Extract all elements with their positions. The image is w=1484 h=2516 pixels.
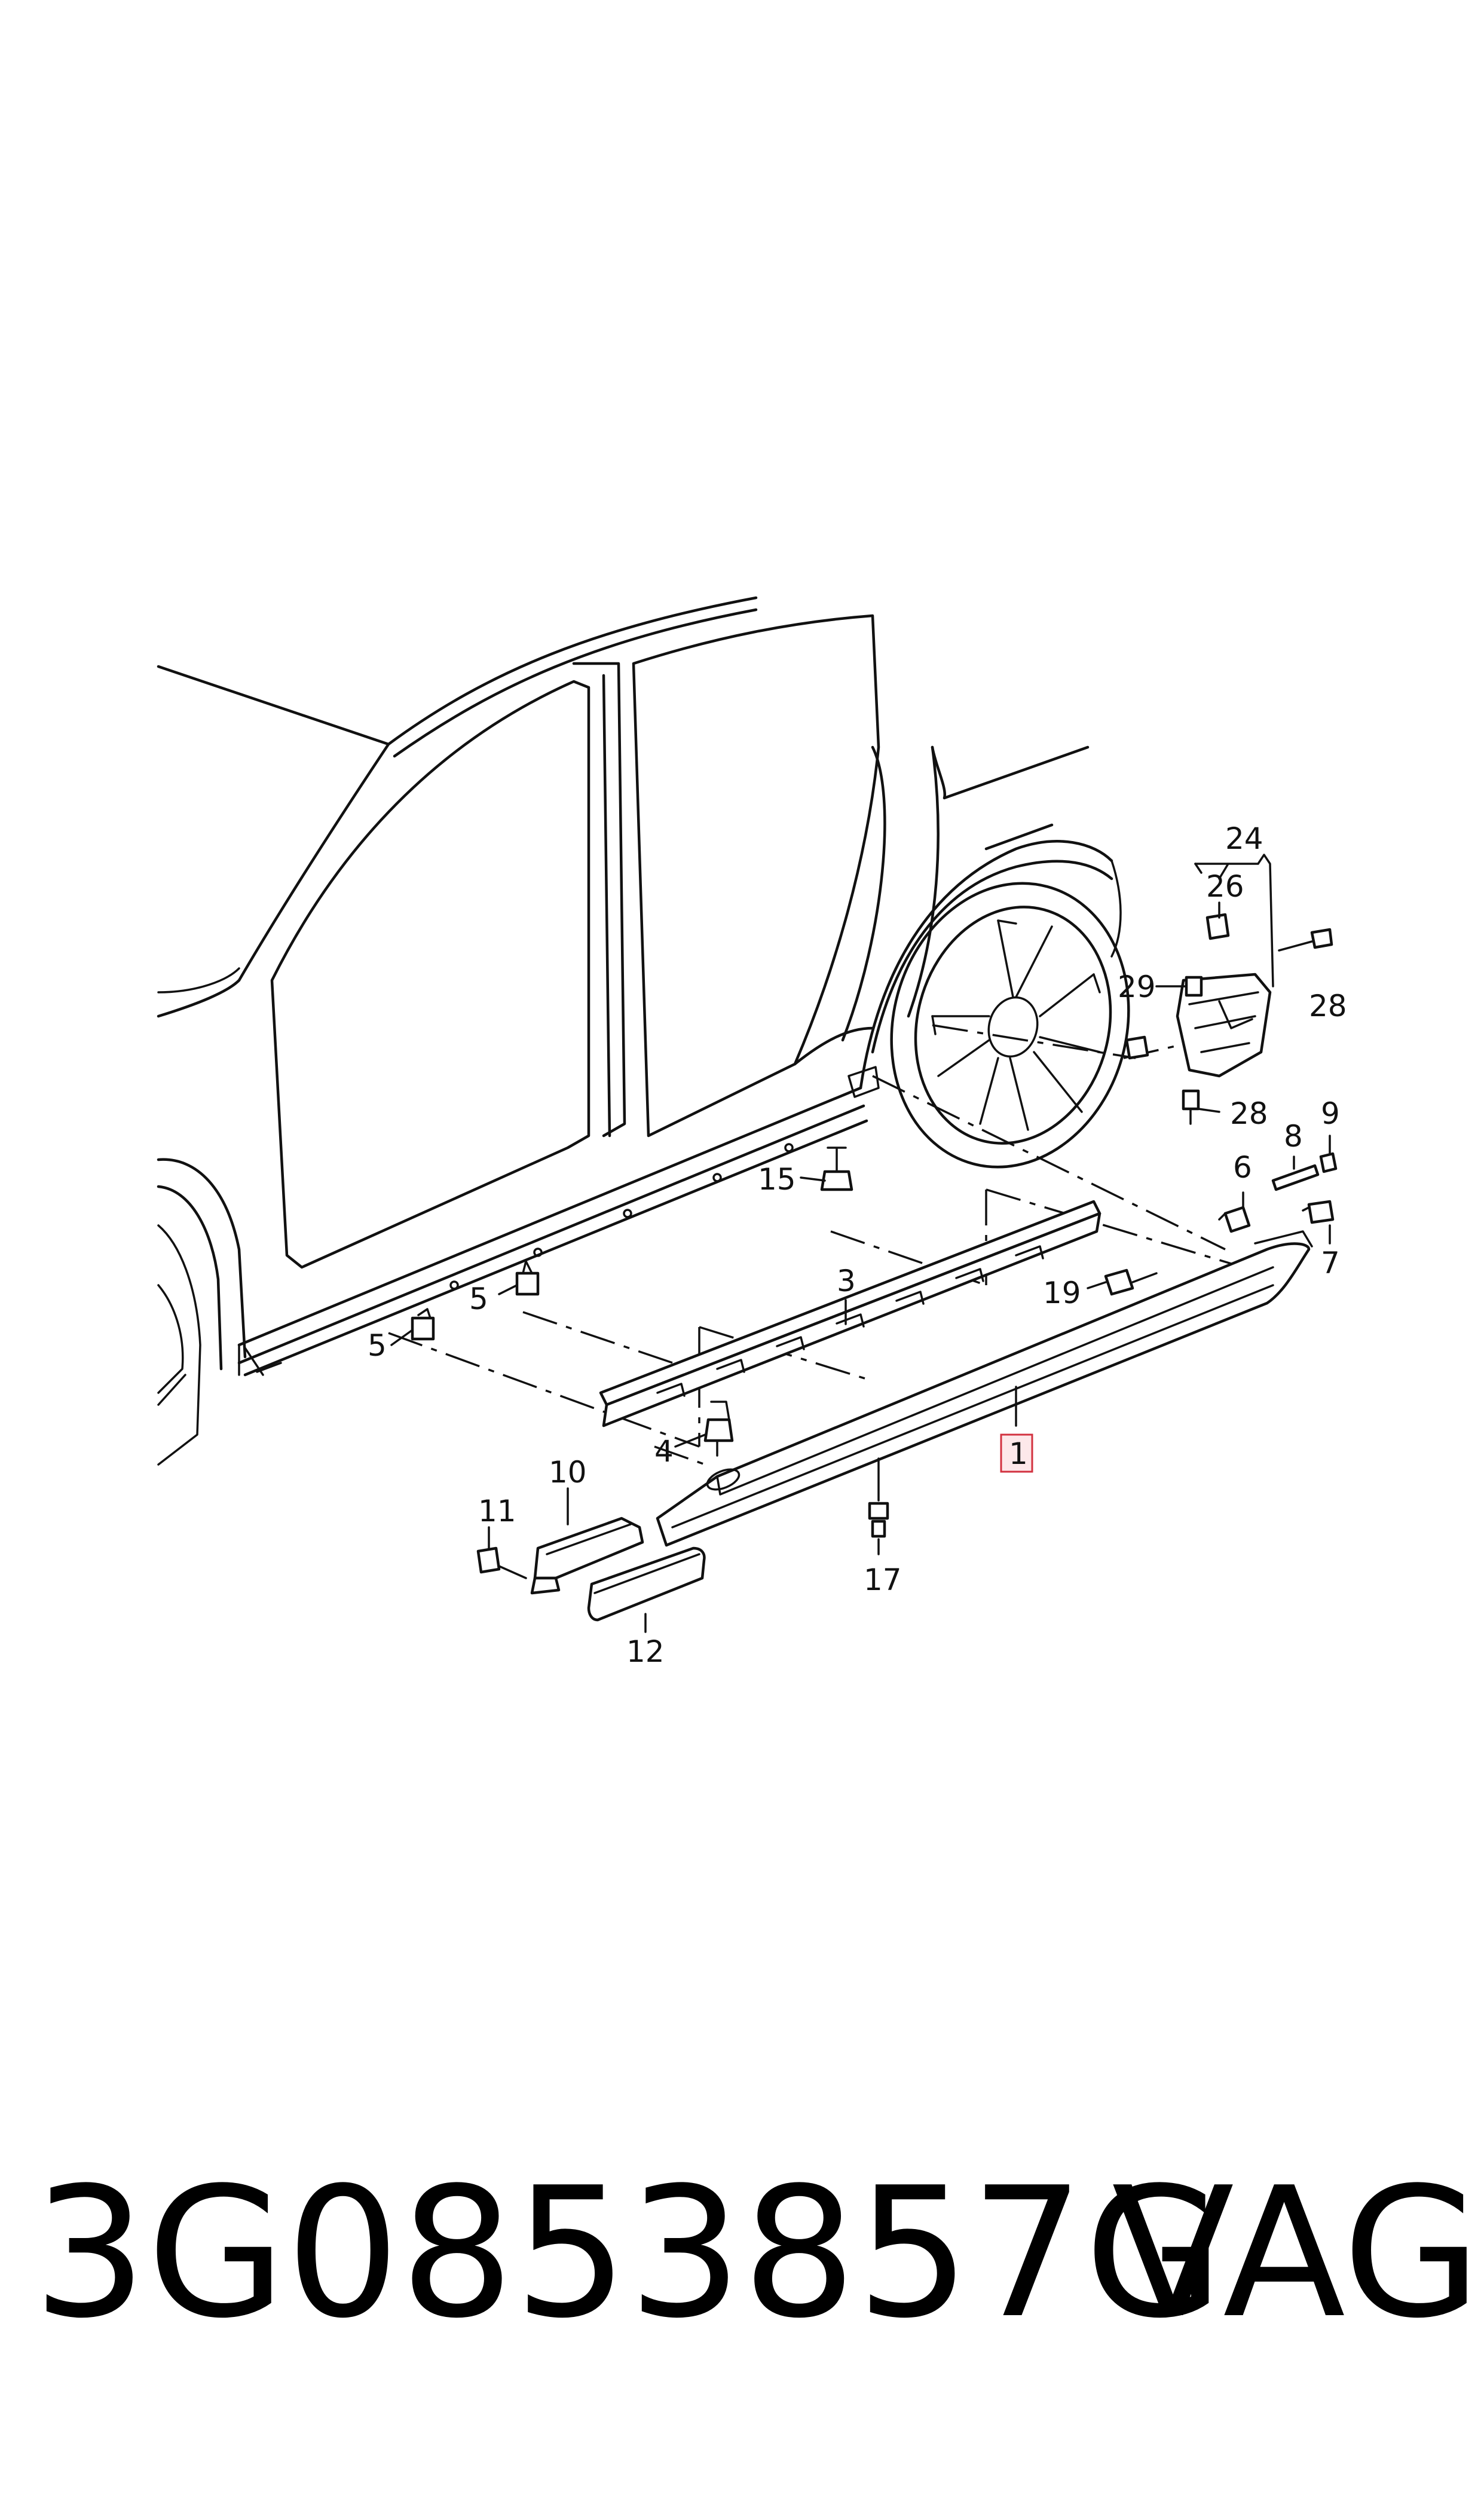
callout-12: 12 — [626, 1634, 665, 1669]
callout-24: 24 — [1225, 821, 1263, 856]
callout-28-lower: 28 — [1230, 1096, 1268, 1131]
brand-name: VAG — [1112, 2149, 1482, 2358]
car-body-outline — [157, 596, 1130, 1466]
part-3-mounting-rail — [599, 1200, 1101, 1427]
callout-5-mid: 5 — [469, 1282, 488, 1316]
fasteners — [411, 1147, 1338, 1538]
callout-8: 8 — [1284, 1119, 1303, 1154]
callout-10: 10 — [549, 1455, 587, 1490]
assembly-lines — [388, 1024, 1244, 1466]
callout-3: 3 — [837, 1264, 856, 1298]
part-24-bracket-assembly — [1125, 913, 1333, 1125]
part-11-clip — [476, 1546, 527, 1579]
callout-15: 15 — [758, 1162, 796, 1197]
callout-28-upper: 28 — [1309, 989, 1347, 1023]
part-number: 3G0853857G — [33, 2149, 1223, 2358]
callout-labels: 1 3 4 5 5 6 7 8 9 10 11 12 15 17 19 24 2… — [368, 821, 1347, 1669]
callout-9: 9 — [1321, 1096, 1340, 1131]
leader-lines — [390, 854, 1331, 1633]
callout-19: 19 — [1043, 1276, 1081, 1310]
callout-26: 26 — [1206, 869, 1244, 904]
callout-6: 6 — [1233, 1150, 1252, 1185]
callout-5-left: 5 — [368, 1328, 387, 1363]
callout-7: 7 — [1321, 1246, 1340, 1280]
callout-1-highlight — [1000, 1433, 1033, 1473]
part-10-bracket — [530, 1517, 644, 1595]
exploded-parts-diagram: 1 3 4 5 5 6 7 8 9 10 11 12 15 17 19 24 2… — [157, 596, 1347, 1669]
callout-29: 29 — [1118, 970, 1156, 1004]
callout-11: 11 — [478, 1494, 516, 1528]
part-1-side-sill-panel — [656, 1230, 1313, 1547]
part-12-cover — [587, 1546, 706, 1622]
callout-1: 1 — [1009, 1436, 1028, 1471]
callout-17: 17 — [864, 1563, 902, 1597]
callout-4: 4 — [654, 1434, 674, 1469]
